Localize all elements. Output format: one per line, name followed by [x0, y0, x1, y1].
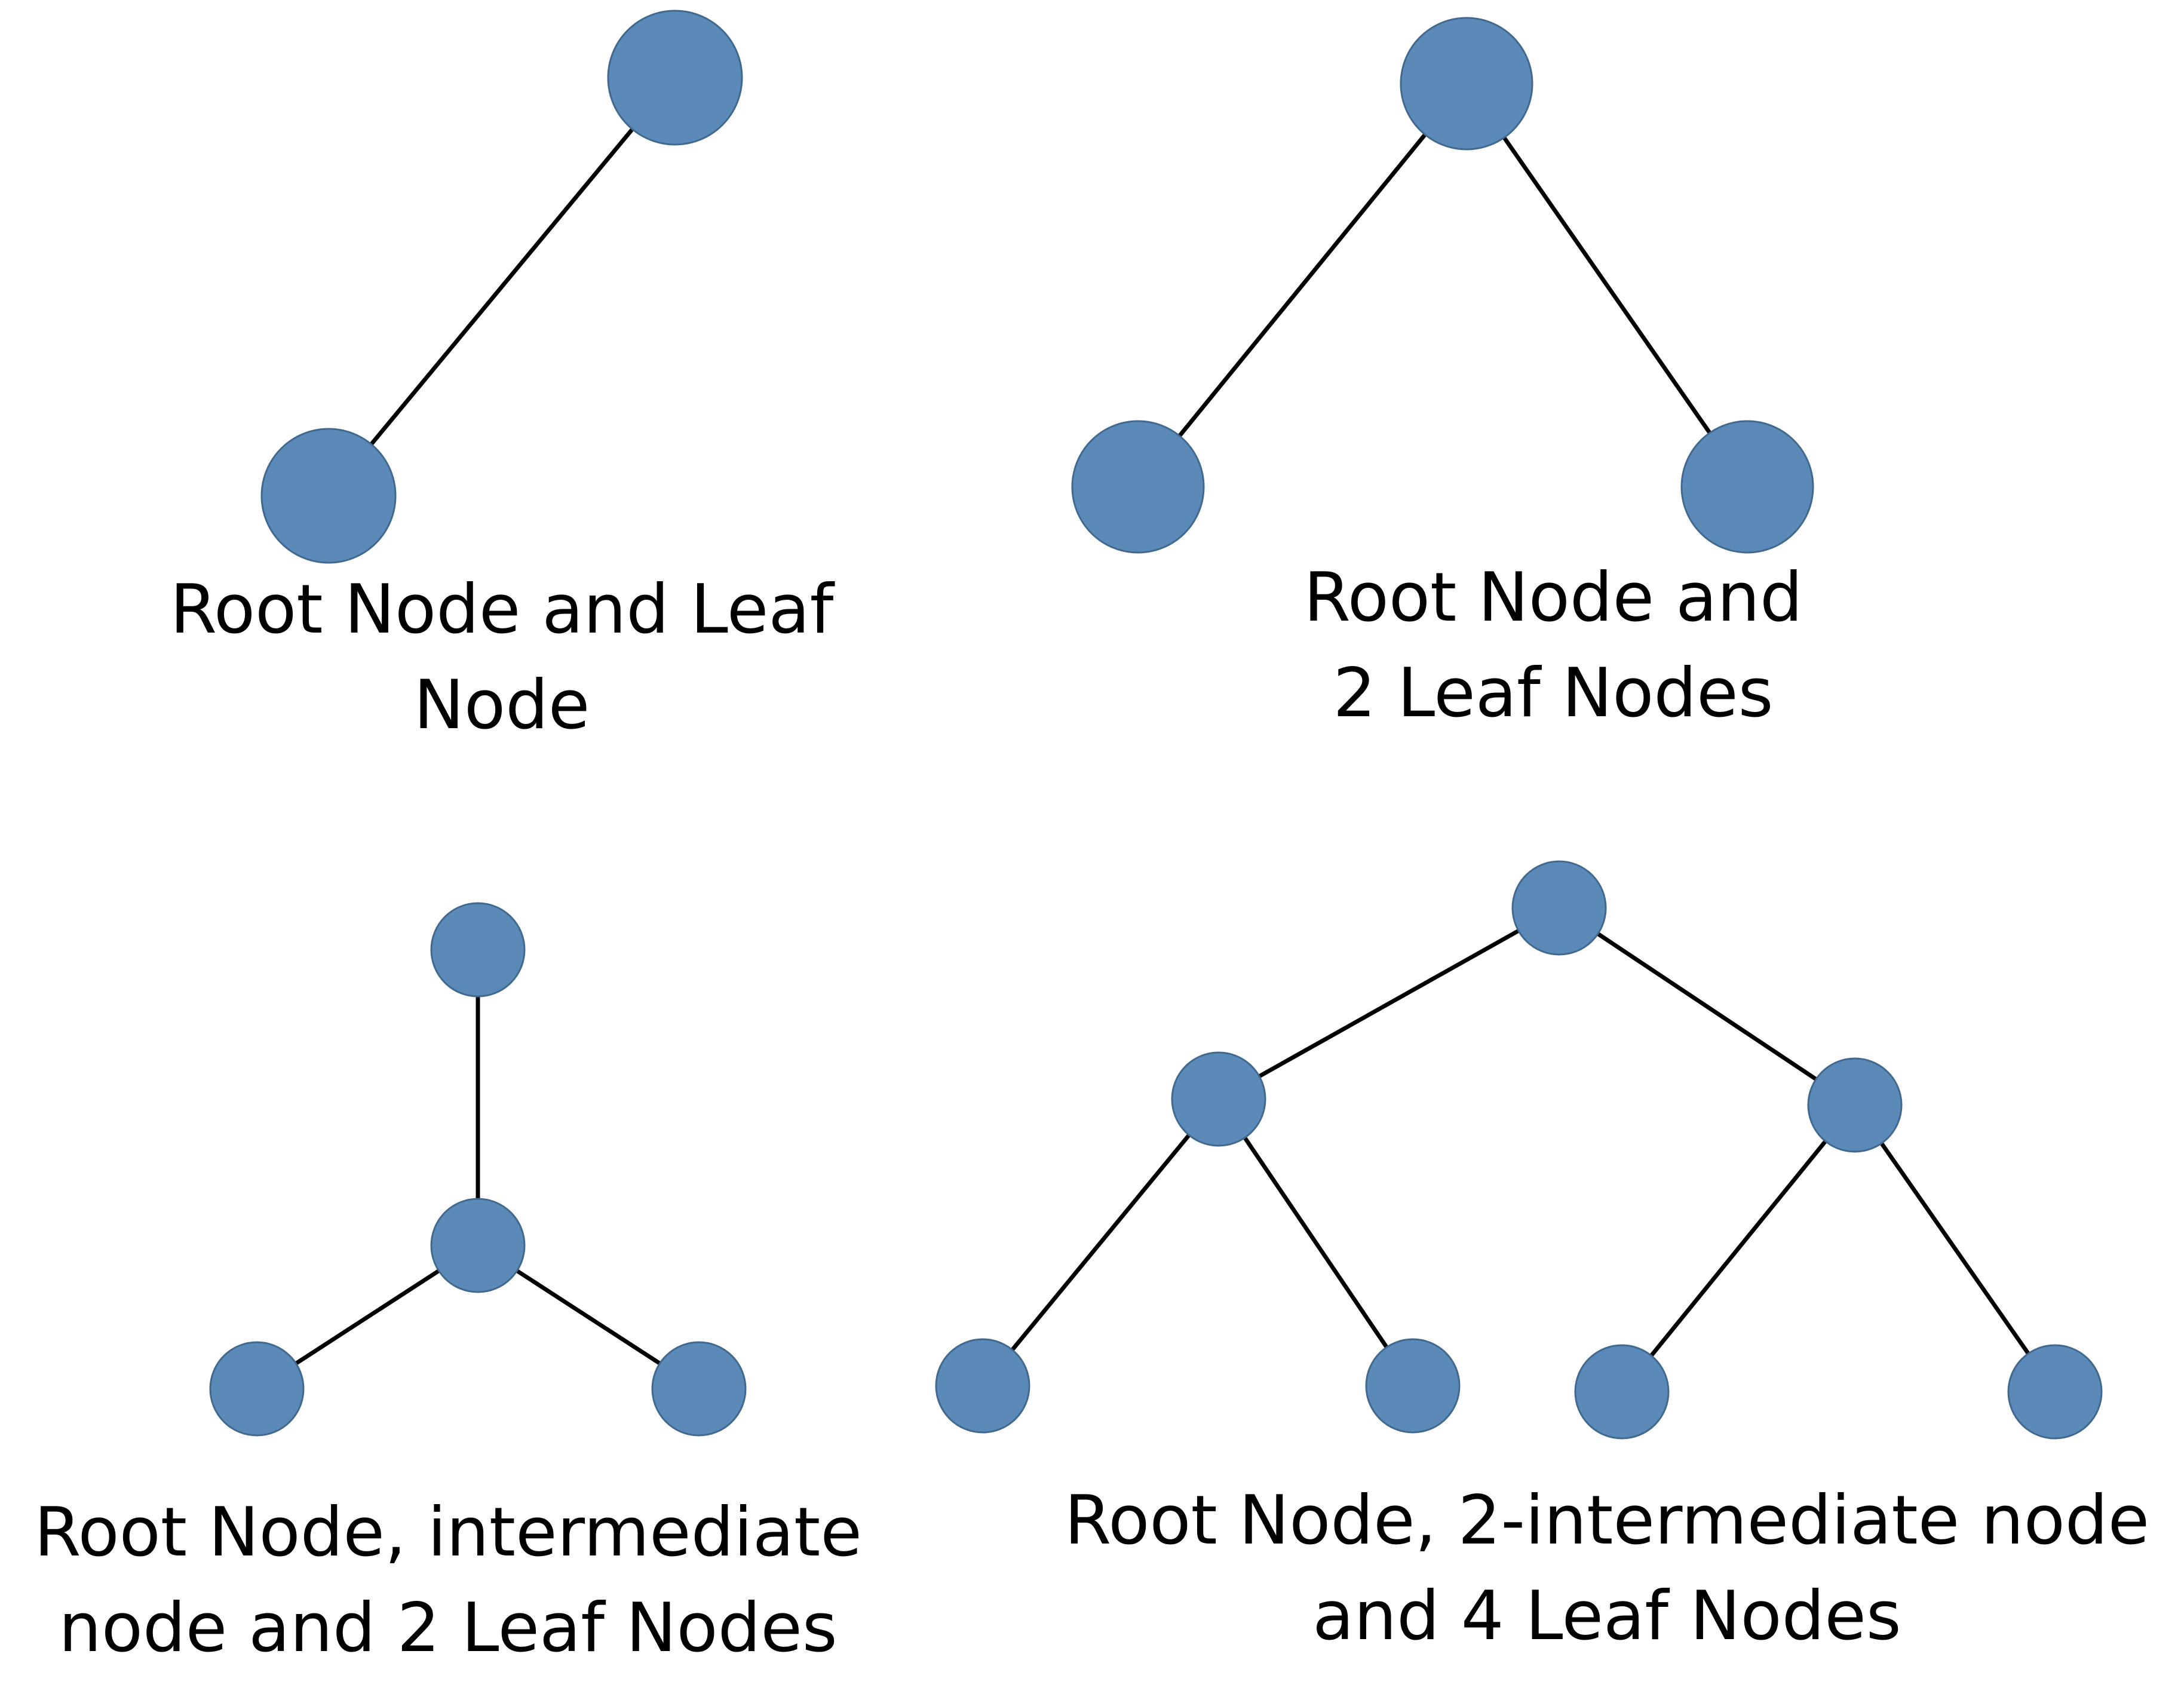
tree-3-leaf-node-leaf-2 [651, 1341, 747, 1437]
tree-3-intermediate-node-intermediate-1 [430, 1198, 526, 1293]
tree-4-edge-intermediate-2-to-leaf-4 [1853, 1103, 2057, 1394]
tree-4-edge-root-to-intermediate-2 [1558, 906, 1856, 1107]
tree-2-leaf-node-leaf-2 [1680, 420, 1814, 554]
tree-4-edge-root-to-intermediate-1 [1217, 906, 1560, 1101]
tree-4-edge-intermediate-1-to-leaf-1 [981, 1097, 1220, 1388]
caption-tree-3-line-1: Root Node, intermediate [34, 1493, 862, 1572]
tree-2-edge-root-to-leaf-1 [1136, 82, 1468, 489]
nodes-layer [209, 10, 2103, 1440]
tree-1-leaf-node-leaf-1 [260, 428, 397, 564]
tree-4-leaf-node-leaf-3 [1574, 1344, 1670, 1440]
caption-tree-4-line-1: Root Node, 2-intermediate node [1064, 1481, 2150, 1560]
tree-2-root-node-root [1400, 17, 1533, 151]
tree-4-edge-intermediate-2-to-leaf-3 [1620, 1103, 1857, 1394]
caption-tree-3-line-2: node and 2 Leaf Nodes [59, 1588, 838, 1667]
caption-tree-2-line-1: Root Node and [1303, 558, 1803, 637]
tree-2-leaf-node-leaf-1 [1071, 420, 1205, 554]
caption-tree-4: Root Node, 2-intermediate node and 4 Lea… [1045, 1472, 2168, 1664]
tree-4-edge-intermediate-1-to-leaf-2 [1217, 1098, 1415, 1387]
tree-4-leaf-node-leaf-2 [1365, 1338, 1461, 1434]
caption-tree-3: Root Node, intermediate node and 2 Leaf … [24, 1484, 872, 1676]
tree-1-root-node-root [607, 10, 743, 146]
caption-tree-4-line-2: and 4 Leaf Nodes [1312, 1576, 1901, 1655]
tree-4-leaf-node-leaf-1 [935, 1338, 1030, 1434]
tree-4-intermediate-node-intermediate-2 [1807, 1057, 1903, 1153]
tree-2-edge-root-to-leaf-2 [1465, 82, 1749, 488]
caption-tree-1-line-2: Node [413, 665, 590, 744]
caption-tree-2: Root Node and 2 Leaf Nodes [1195, 550, 1912, 741]
caption-tree-2-line-2: 2 Leaf Nodes [1333, 653, 1774, 732]
tree-3-leaf-node-leaf-1 [209, 1341, 305, 1437]
tree-4-leaf-node-leaf-4 [2007, 1344, 2103, 1440]
tree-4-root-node-root [1511, 860, 1607, 956]
tree-4-intermediate-node-intermediate-1 [1171, 1051, 1266, 1147]
caption-tree-1: Root Node and Leaf Node [143, 561, 860, 753]
caption-tree-1-line-1: Root Node and Leaf [170, 570, 834, 649]
tree-1-edge-root-to-leaf-1 [327, 76, 677, 498]
tree-3-root-node-root [430, 902, 526, 998]
